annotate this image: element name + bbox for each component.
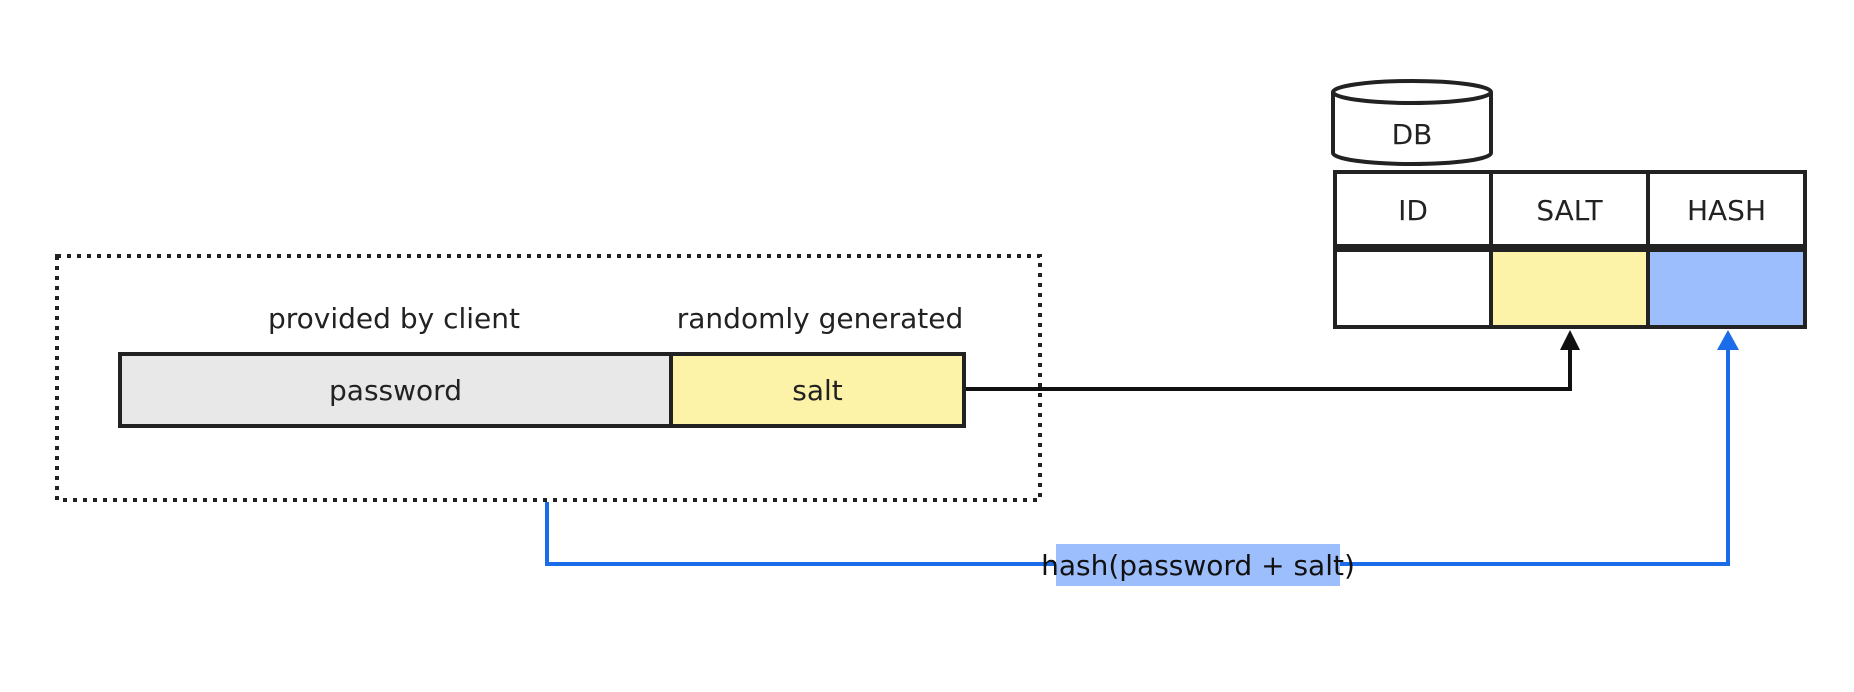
hash-function-label: hash(password + salt)	[1041, 544, 1355, 586]
salt-box: salt	[669, 352, 966, 428]
table-header-salt: SALT	[1489, 170, 1650, 250]
password-box: password	[118, 352, 673, 428]
table-header-divider	[1333, 244, 1807, 252]
client-group-boundary	[55, 254, 1042, 502]
provided-by-client-label: provided by client	[268, 301, 520, 335]
salt-to-db-arrow-line	[965, 348, 1572, 391]
db-label: DB	[1391, 117, 1433, 151]
table-header-id: ID	[1333, 170, 1493, 250]
hash-to-db-arrowhead	[1717, 330, 1739, 350]
table-cell-id	[1333, 246, 1493, 329]
table-cell-salt	[1489, 246, 1650, 329]
salt-to-db-arrowhead	[1560, 330, 1580, 350]
database-icon	[1331, 79, 1493, 166]
randomly-generated-label: randomly generated	[676, 301, 964, 335]
table-cell-hash	[1646, 246, 1807, 329]
table-header-hash: HASH	[1646, 170, 1807, 250]
